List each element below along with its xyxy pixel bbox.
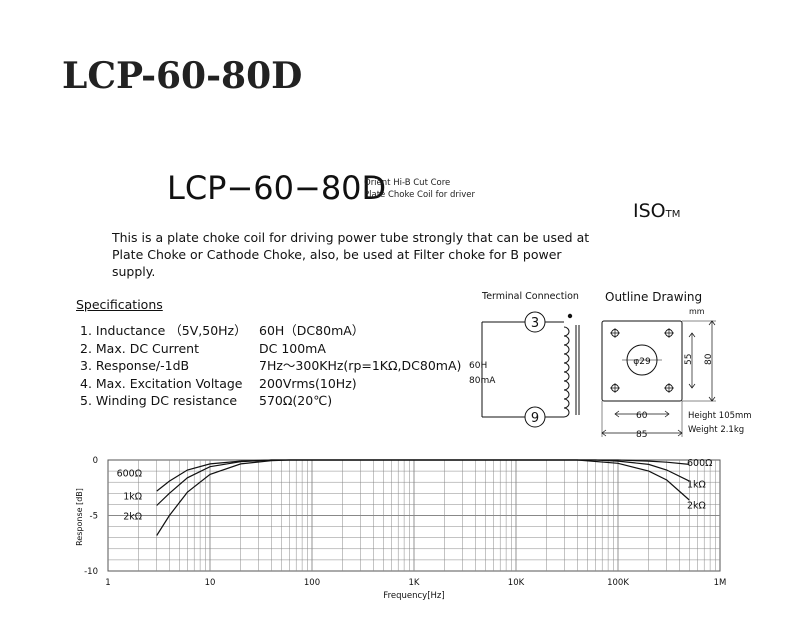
outline-drawing: Outline Drawing mm φ29 55 80 60 85 Heigh… — [601, 290, 752, 440]
spec-value: DC 100mA — [259, 340, 326, 356]
spec-value: 7Hz～300KHz(rp=1KΩ,DC80mA) — [259, 358, 462, 373]
sheet-subtitle: Orient Hi-B Cut Core Plate Choke Coil fo… — [364, 177, 475, 201]
y-tick-label: -10 — [84, 567, 98, 577]
terminal-title: Terminal Connection — [481, 291, 579, 302]
series-label-right: 1kΩ — [687, 479, 706, 490]
series-line — [156, 459, 690, 536]
spec-values: 60H（DC80mA） DC 100mA 7Hz～300KHz(rp=1KΩ,D… — [259, 322, 461, 410]
spec-value: 570Ω(20℃) — [259, 393, 333, 408]
dim-inner-h-arrows — [614, 410, 670, 418]
iso-mark: ISOTM — [633, 200, 680, 222]
dim-outer-h: 85 — [636, 430, 647, 440]
mount-hole-tl-cross — [610, 328, 620, 338]
inductance-label: 60H — [469, 361, 487, 371]
series-label-left: 2kΩ — [123, 512, 142, 523]
spec-label: 3. Response/-1dB — [80, 358, 190, 373]
x-tick-label: 10 — [205, 578, 216, 588]
x-tick-label: 1K — [409, 578, 420, 588]
x-axis-label: Frequency[Hz] — [383, 591, 444, 601]
mount-hole-bl-cross — [610, 383, 620, 393]
spec-labels: 1. Inductance （5V,50Hz） 2. Max. DC Curre… — [80, 322, 247, 410]
subtitle-line-2: Plate Choke Coil for driver — [364, 190, 475, 200]
pin-3-label: 3 — [531, 316, 539, 331]
x-tick-label: 1 — [105, 578, 110, 588]
spec-label: 1. Inductance （5V,50Hz） — [80, 323, 247, 338]
weight-spec: Weight 2.1kg — [688, 425, 744, 435]
series-label-left: 1kΩ — [123, 492, 142, 503]
hole-diameter: φ29 — [633, 357, 651, 367]
dim-inner-v: 55 — [684, 354, 694, 365]
page-title: LCP-60-80D — [62, 55, 303, 97]
dim-inner-v-arrows — [688, 332, 696, 389]
subtitle-line-1: Orient Hi-B Cut Core — [364, 178, 451, 188]
x-tick-label: 10K — [508, 578, 525, 588]
height-spec: Height 105mm — [688, 411, 752, 421]
y-axis-label: Response [dB] — [75, 488, 84, 546]
iso-tm: TM — [665, 209, 681, 220]
spec-value: 200Vrms(10Hz) — [259, 375, 357, 391]
unit-label: mm — [689, 307, 705, 316]
y-tick-label: 0 — [93, 456, 98, 466]
series-label-left: 600Ω — [117, 468, 142, 479]
series-label-right: 600Ω — [687, 458, 712, 469]
grid-layer — [108, 460, 720, 571]
x-tick-label: 1M — [714, 578, 727, 588]
terminal-connection-diagram: Terminal Connection 3 9 60H 80mA — [469, 291, 580, 428]
product-description: This is a plate choke coil for driving p… — [112, 230, 590, 279]
tick-layer: 1 10 100 1K 10K 100K 1M 0 -5 -10 — [84, 456, 726, 588]
pin-9-label: 9 — [531, 411, 539, 426]
specifications-heading: Specifications — [76, 297, 163, 312]
coil-winding — [563, 326, 570, 418]
iso-text: ISO — [633, 200, 666, 222]
outline-title: Outline Drawing — [605, 290, 702, 304]
spec-label: 5. Winding DC resistance — [80, 393, 238, 408]
current-label: 80mA — [469, 376, 496, 386]
series-label-right: 2kΩ — [687, 501, 706, 512]
dim-inner-h: 60 — [636, 411, 648, 421]
spec-label: 2. Max. DC Current — [80, 340, 199, 356]
dim-outer-v: 80 — [704, 353, 714, 365]
series-label-layer: 600Ω 600Ω 1kΩ 1kΩ 2kΩ 2kΩ — [117, 458, 713, 523]
spec-value: 60H（DC80mA） — [259, 323, 365, 338]
frequency-response-chart: 1 10 100 1K 10K 100K 1M 0 -5 -10 600Ω 600Ω 1kΩ 1kΩ 2k… — [75, 456, 726, 601]
series-layer — [156, 459, 690, 536]
x-tick-label: 100K — [607, 578, 629, 588]
mount-hole-tr-cross — [664, 328, 674, 338]
sheet-title: LCP−60−80D — [167, 169, 387, 207]
y-tick-label: -5 — [90, 512, 98, 522]
x-tick-label: 100 — [304, 578, 320, 588]
mount-hole-br-cross — [664, 383, 674, 393]
spec-label: 4. Max. Excitation Voltage — [80, 375, 243, 391]
polarity-dot — [567, 313, 573, 319]
